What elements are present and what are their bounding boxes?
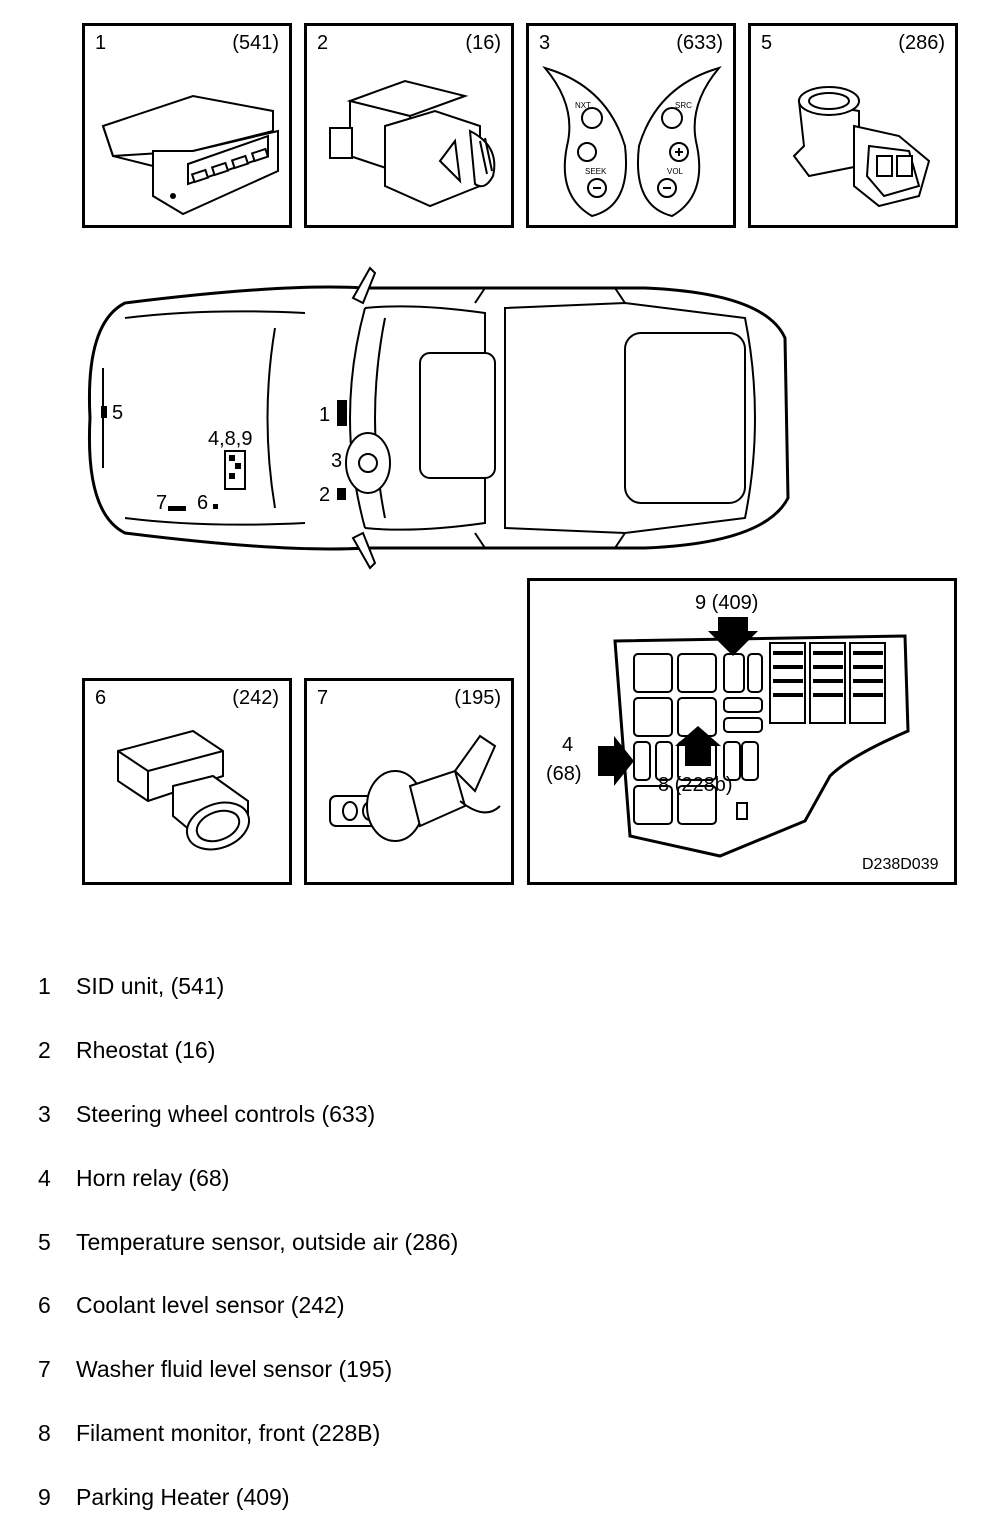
legend-number: 9 bbox=[38, 1483, 51, 1510]
legend-item: 6 Coolant level sensor (242) bbox=[38, 1274, 458, 1338]
car-label-6: 6 bbox=[197, 492, 209, 514]
car-label-4-8-9: 4,8,9 bbox=[208, 428, 253, 450]
panel-code: (16) bbox=[465, 32, 501, 54]
legend-item: 3 Steering wheel controls (633) bbox=[38, 1083, 458, 1147]
car-label-2: 2 bbox=[319, 484, 331, 506]
legend-item: 8 Filament monitor, front (228B) bbox=[38, 1402, 458, 1466]
legend-text: Parking Heater (409) bbox=[76, 1483, 290, 1510]
panel-number: 3 bbox=[539, 32, 551, 54]
legend-number: 6 bbox=[38, 1292, 51, 1319]
legend-item: 1 SID unit, (541) bbox=[38, 955, 458, 1019]
relay-8-label: 8 (228b) bbox=[658, 774, 733, 796]
legend-item: 9 Parking Heater (409) bbox=[38, 1465, 458, 1529]
sid-unit-illustration bbox=[101, 94, 279, 216]
component-panel-washer-sensor: 7 (195) bbox=[304, 678, 514, 885]
component-legend: 1 SID unit, (541) 2 Rheostat (16) 3 Steerin… bbox=[38, 955, 458, 1529]
panel-code: (195) bbox=[454, 687, 501, 709]
legend-item: 2 Rheostat (16) bbox=[38, 1019, 458, 1083]
legend-text: Horn relay (68) bbox=[76, 1164, 230, 1191]
legend-text: Coolant level sensor (242) bbox=[76, 1292, 345, 1319]
temperature-sensor-illustration bbox=[792, 86, 931, 208]
panel-number: 7 bbox=[317, 687, 329, 709]
legend-number: 3 bbox=[38, 1100, 51, 1127]
component-panel-sid-unit: 1 (541) bbox=[82, 23, 292, 228]
relay-box-illustration bbox=[598, 617, 910, 858]
panel-code: (242) bbox=[232, 687, 279, 709]
relay-4-number: 4 bbox=[562, 734, 574, 756]
legend-item: 4 Horn relay (68) bbox=[38, 1146, 458, 1210]
legend-item: 5 Temperature sensor, outside air (286) bbox=[38, 1210, 458, 1274]
panel-number: 5 bbox=[761, 32, 773, 54]
legend-text: Filament monitor, front (228B) bbox=[76, 1419, 381, 1446]
seek-label: SEEK bbox=[585, 167, 607, 176]
relay-box-panel: 9 (409) 4 (68) 8 (228b) D238D039 bbox=[527, 578, 957, 885]
legend-number: 4 bbox=[38, 1164, 51, 1191]
washer-sensor-illustration bbox=[329, 734, 501, 842]
legend-number: 8 bbox=[38, 1419, 51, 1446]
legend-text: Steering wheel controls (633) bbox=[76, 1100, 376, 1127]
legend-number: 7 bbox=[38, 1356, 51, 1383]
legend-number: 5 bbox=[38, 1228, 51, 1255]
src-label: SRC bbox=[675, 101, 692, 110]
panel-code: (541) bbox=[232, 32, 279, 54]
legend-text: Rheostat (16) bbox=[76, 1037, 216, 1064]
car-label-7: 7 bbox=[156, 492, 168, 514]
component-panel-rheostat: 2 (16) bbox=[304, 23, 514, 228]
panel-number: 6 bbox=[95, 687, 107, 709]
nxt-label: NXT bbox=[575, 101, 591, 110]
panel-number: 1 bbox=[95, 32, 107, 54]
panel-number: 2 bbox=[317, 32, 329, 54]
rheostat-illustration bbox=[329, 79, 496, 208]
component-panel-steering-controls: 3 (633) NXT SRC SEEK VOL bbox=[526, 23, 736, 228]
legend-number: 1 bbox=[38, 973, 51, 1000]
panel-code: (286) bbox=[898, 32, 945, 54]
steering-controls-illustration: NXT SRC SEEK VOL bbox=[542, 66, 722, 218]
panel-code: (633) bbox=[676, 32, 723, 54]
coolant-sensor-illustration bbox=[117, 729, 250, 851]
car-label-3: 3 bbox=[331, 450, 343, 472]
vol-label: VOL bbox=[667, 167, 684, 176]
relay-4-code: (68) bbox=[546, 763, 582, 785]
legend-text: Washer fluid level sensor (195) bbox=[76, 1356, 393, 1383]
component-panel-temperature-sensor: 5 (286) bbox=[748, 23, 958, 228]
component-panel-coolant-sensor: 6 (242) bbox=[82, 678, 292, 885]
legend-text: SID unit, (541) bbox=[76, 973, 225, 1000]
car-label-5: 5 bbox=[112, 402, 124, 424]
legend-text: Temperature sensor, outside air (286) bbox=[76, 1228, 459, 1255]
car-top-view bbox=[87, 266, 790, 570]
legend-number: 2 bbox=[38, 1037, 51, 1064]
legend-item: 7 Washer fluid level sensor (195) bbox=[38, 1338, 458, 1402]
drawing-id: D238D039 bbox=[862, 856, 939, 873]
car-label-1: 1 bbox=[319, 404, 331, 426]
relay-9-label: 9 (409) bbox=[695, 592, 759, 614]
